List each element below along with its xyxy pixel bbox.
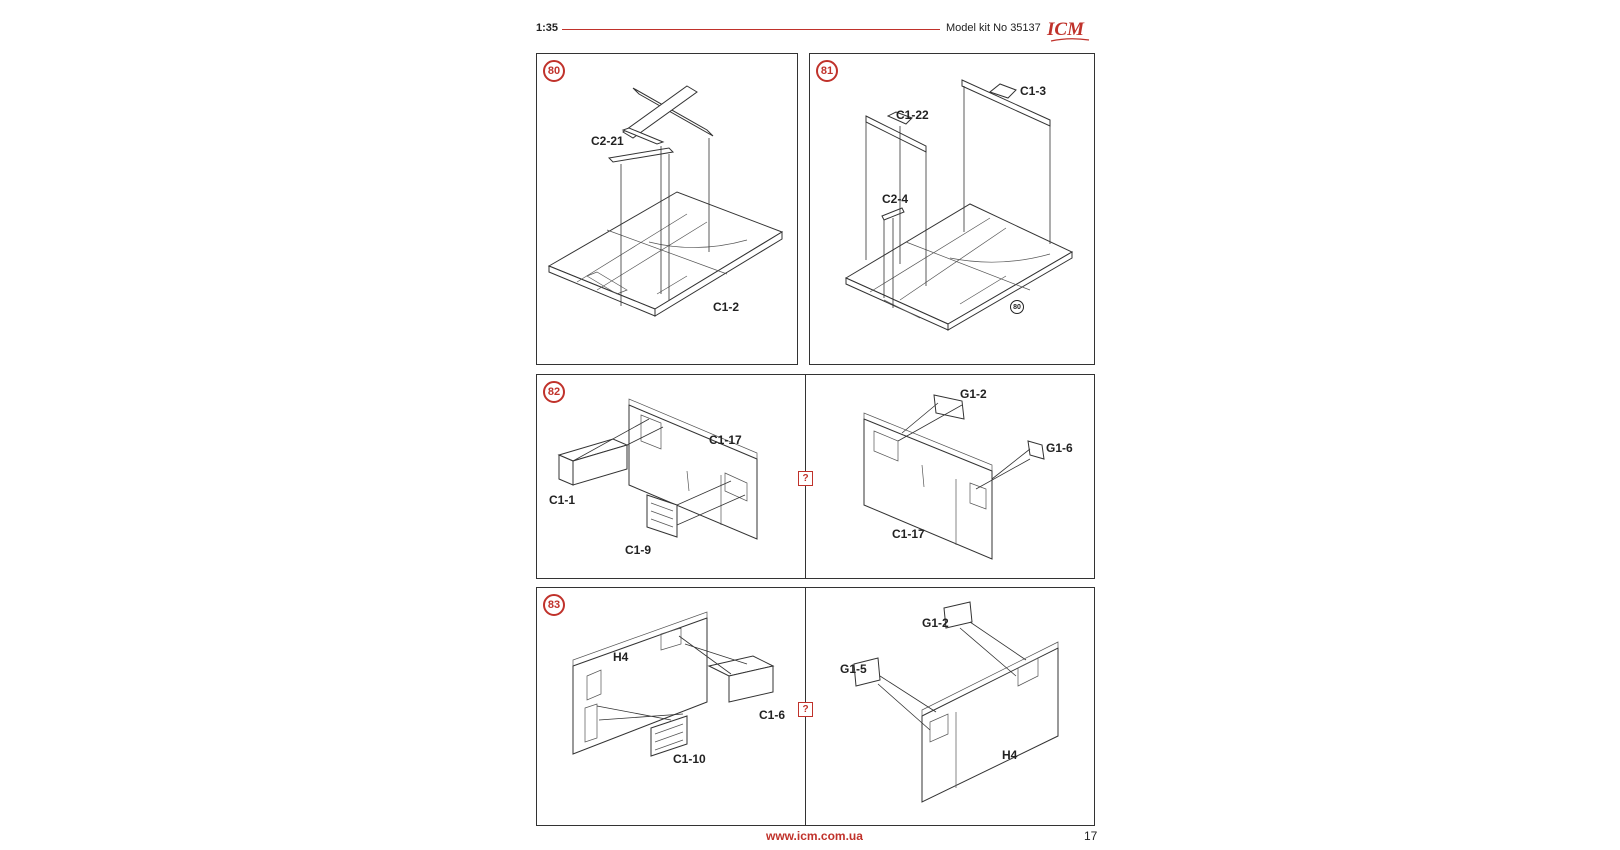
step-82-number: 82	[543, 381, 565, 403]
side-wall-outer-drawing	[863, 394, 1045, 560]
part-label-c1-9: C1-9	[625, 543, 652, 557]
part-label-h4: H4	[613, 650, 629, 664]
svg-text:ICM: ICM	[1046, 19, 1085, 40]
hint-icon: ?	[798, 471, 813, 486]
floor-walls-drawing	[844, 79, 1074, 331]
scale-label: 1:35	[536, 22, 559, 34]
page-number: 17	[1084, 829, 1098, 843]
step-reference-80: 80	[1010, 300, 1024, 314]
step-83-number: 83	[543, 594, 565, 616]
step-80-panel: 80 C2-21 C1-2	[536, 53, 798, 365]
part-label-c1-17: C1-17	[709, 433, 742, 447]
part-label-c1-1: C1-1	[549, 493, 576, 507]
rear-wall-outer-drawing	[853, 601, 1059, 803]
part-label-c1-6: C1-6	[759, 708, 786, 722]
kit-number: Model kit No 35137	[946, 22, 1041, 34]
step-80-number: 80	[543, 60, 565, 82]
step-81-number: 81	[816, 60, 838, 82]
icm-logo-icon: ICM	[1046, 19, 1090, 42]
part-label-c1-10: C1-10	[673, 752, 706, 766]
part-label-c1-2: C1-2	[713, 300, 740, 314]
part-label-c2-4: C2-4	[882, 192, 909, 206]
part-label-g1-6: G1-6	[1046, 441, 1073, 455]
part-label-g1-5: G1-5	[840, 662, 867, 676]
step-82-alt-view-panel: G1-2 G1-6 C1-17	[805, 374, 1095, 579]
part-label-c1-22: C1-22	[896, 108, 929, 122]
part-label-c2-21: C2-21	[591, 134, 624, 148]
floor-frame-drawing	[547, 85, 784, 317]
step-82-panel: 82 C1-17 C1-1 C1-9	[536, 374, 806, 579]
part-label-h4-outer: H4	[1002, 748, 1018, 762]
header-rule	[562, 29, 940, 30]
side-wall-inner-drawing	[557, 398, 758, 540]
step-83-panel: 83 H4 C1-6 C1-10	[536, 587, 806, 826]
website-link[interactable]: www.icm.com.ua	[766, 829, 863, 843]
hint-icon: ?	[798, 702, 813, 717]
rear-wall-inner-drawing	[572, 611, 775, 757]
step-81-panel: 81 C1-3 C1-22 C2-4 80	[809, 53, 1095, 365]
step-83-alt-view-panel: G1-2 G1-5 H4	[805, 587, 1095, 826]
part-label-g1-2-rear: G1-2	[922, 616, 949, 630]
part-label-c1-3: C1-3	[1020, 84, 1047, 98]
part-label-g1-2: G1-2	[960, 387, 987, 401]
part-label-c1-17-outer: C1-17	[892, 527, 925, 541]
